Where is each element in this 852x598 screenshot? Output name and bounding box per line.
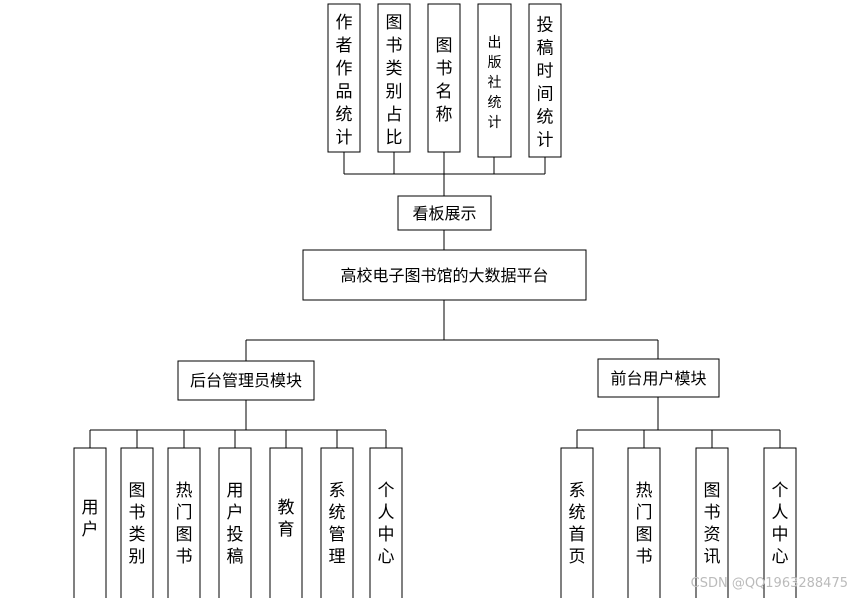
user-module-box <box>597 358 720 398</box>
admin-module-label: 后台管理员模块 <box>190 371 302 390</box>
watermark: CSDN @QQ1963288475 <box>691 576 848 591</box>
dashboard-item-labels: 作者作品统计 图书类别占比 图书名称 出版社统计 投稿时间统计 <box>336 13 554 151</box>
admin-item-label: 用户投稿 <box>227 481 244 567</box>
admin-item-label: 系统管理 <box>329 481 346 567</box>
dashboard-item-box <box>477 3 512 158</box>
dashboard-connectors <box>343 152 546 250</box>
user-item-box <box>763 447 797 598</box>
dashboard-item-box <box>427 3 461 153</box>
admin-item-box <box>269 447 303 598</box>
dashboard-item-label: 图书类别占比 <box>386 13 403 148</box>
user-item-label: 个人中心 <box>772 481 789 567</box>
user-item-box <box>560 447 594 598</box>
admin-item-label: 个人中心 <box>378 481 395 567</box>
admin-item-box <box>320 447 354 598</box>
admin-item-label: 教育 <box>278 498 295 540</box>
user-connectors <box>576 397 781 448</box>
root-node-label: 高校电子图书馆的大数据平台 <box>340 266 548 285</box>
dashboard-item-label: 出版社统计 <box>488 35 502 131</box>
user-item-label: 图书资讯 <box>704 481 721 567</box>
dashboard-item-box <box>327 3 361 153</box>
admin-item-label: 用户 <box>82 498 99 540</box>
user-item-label: 系统首页 <box>569 481 586 567</box>
dashboard-item-label: 投稿时间统计 <box>537 15 554 150</box>
admin-item-boxes <box>73 447 403 598</box>
user-item-boxes <box>560 447 797 598</box>
dashboard-item-label: 图书名称 <box>436 36 453 125</box>
admin-connectors <box>89 400 387 448</box>
dashboard-item-boxes <box>327 3 562 158</box>
module-connectors <box>245 300 659 361</box>
dashboard-node-label: 看板展示 <box>412 204 476 223</box>
admin-module-box <box>177 360 315 401</box>
admin-item-box <box>369 447 403 598</box>
user-item-labels: 系统首页 热门图书 图书资讯 个人中心 <box>569 481 789 567</box>
dashboard-item-label: 作者作品统计 <box>336 13 353 148</box>
admin-item-label: 热门图书 <box>176 481 193 567</box>
admin-item-box <box>73 447 107 598</box>
user-module-label: 前台用户模块 <box>610 369 706 388</box>
dashboard-item-box <box>528 3 562 158</box>
user-item-box <box>627 447 661 598</box>
admin-item-box <box>120 447 154 598</box>
dashboard-item-box <box>377 3 411 153</box>
user-item-label: 热门图书 <box>636 481 653 567</box>
admin-item-box <box>218 447 252 598</box>
root-node-box <box>302 249 587 301</box>
admin-item-box <box>167 447 201 598</box>
dashboard-node-box <box>397 195 492 231</box>
user-item-box <box>695 447 729 598</box>
admin-item-label: 图书类别 <box>129 481 146 567</box>
admin-item-labels: 用户 图书类别 热门图书 用户投稿 教育 系统管理 个人中心 <box>82 481 395 567</box>
